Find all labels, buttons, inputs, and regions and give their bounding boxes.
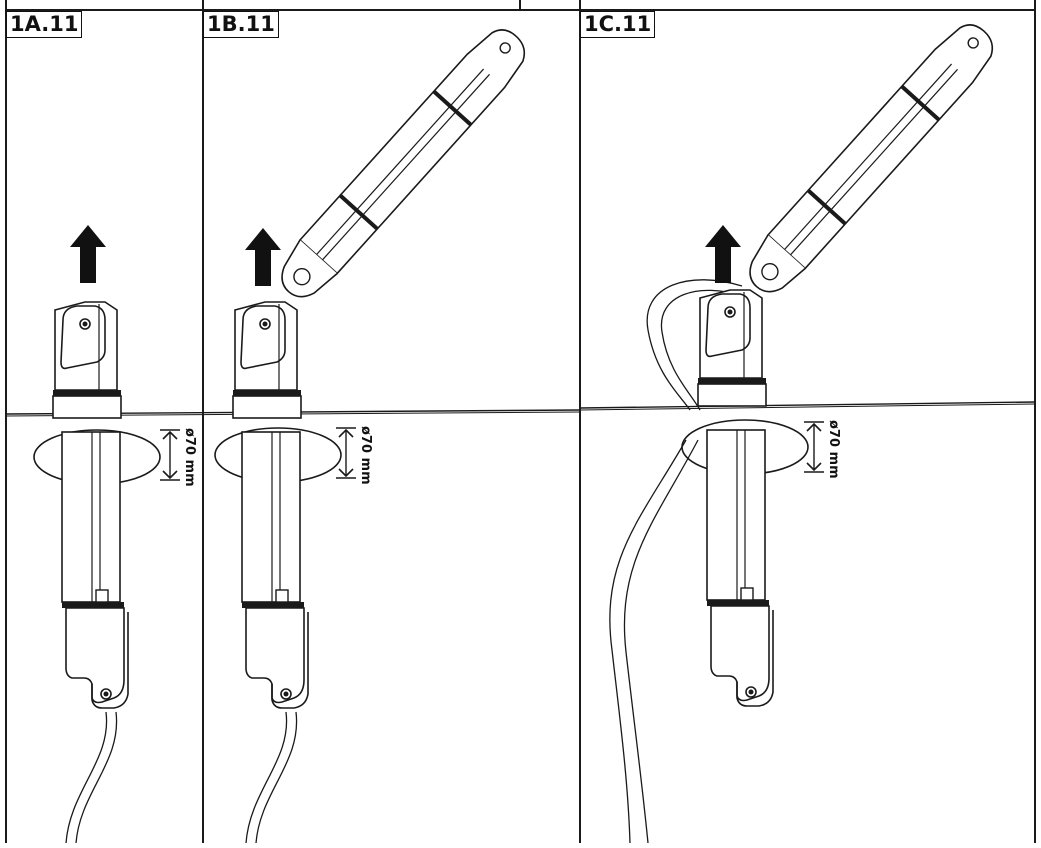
panel-borders [5, 0, 1036, 843]
dimension-label-1a: ø70 mm [182, 428, 197, 487]
panel-label-1c: 1C.11 [580, 11, 656, 38]
up-arrow-icon [245, 228, 281, 286]
panel-1b-drawing [214, 18, 538, 844]
panel-label-1a: 1A.11 [6, 11, 83, 38]
up-arrow-icon [70, 225, 106, 283]
panel-1c-drawing [609, 13, 1006, 844]
up-arrow-icon [705, 225, 741, 283]
panel-1a-drawing [33, 225, 181, 844]
dimension-label-1b: ø70 mm [358, 426, 373, 485]
double-arrow-icon [159, 429, 181, 481]
ground-lines [5, 401, 1036, 417]
dimension-label-1c: ø70 mm [826, 420, 841, 479]
panel-label-1b: 1B.11 [203, 11, 279, 38]
